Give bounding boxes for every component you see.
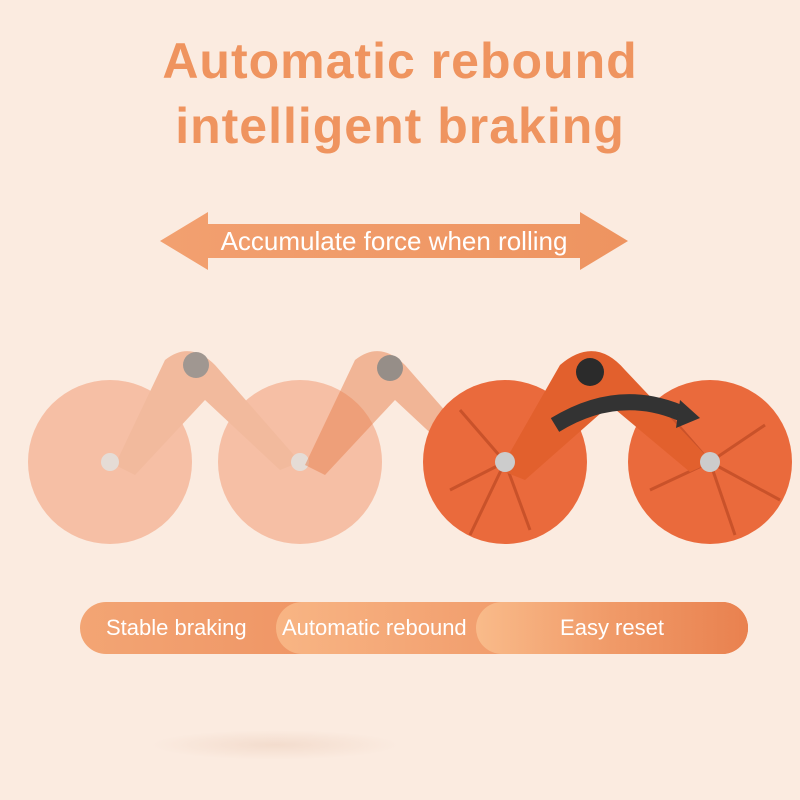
ab-roller-illustration bbox=[28, 351, 792, 544]
arrow-label: Accumulate force when rolling bbox=[220, 226, 568, 256]
feature-easy-reset: Easy reset bbox=[476, 602, 748, 654]
feature-label: Easy reset bbox=[560, 615, 664, 640]
feature-label: Stable braking bbox=[106, 615, 247, 640]
feature-label: Automatic rebound bbox=[282, 615, 467, 640]
headline-line-1: Automatic rebound bbox=[162, 33, 638, 89]
feature-bar: Stable braking Automatic rebound Easy re… bbox=[80, 602, 748, 654]
headline-line-2: intelligent braking bbox=[175, 98, 625, 154]
double-arrow-icon bbox=[160, 212, 628, 270]
floor-shadow bbox=[150, 730, 400, 760]
roller-active bbox=[423, 351, 792, 544]
